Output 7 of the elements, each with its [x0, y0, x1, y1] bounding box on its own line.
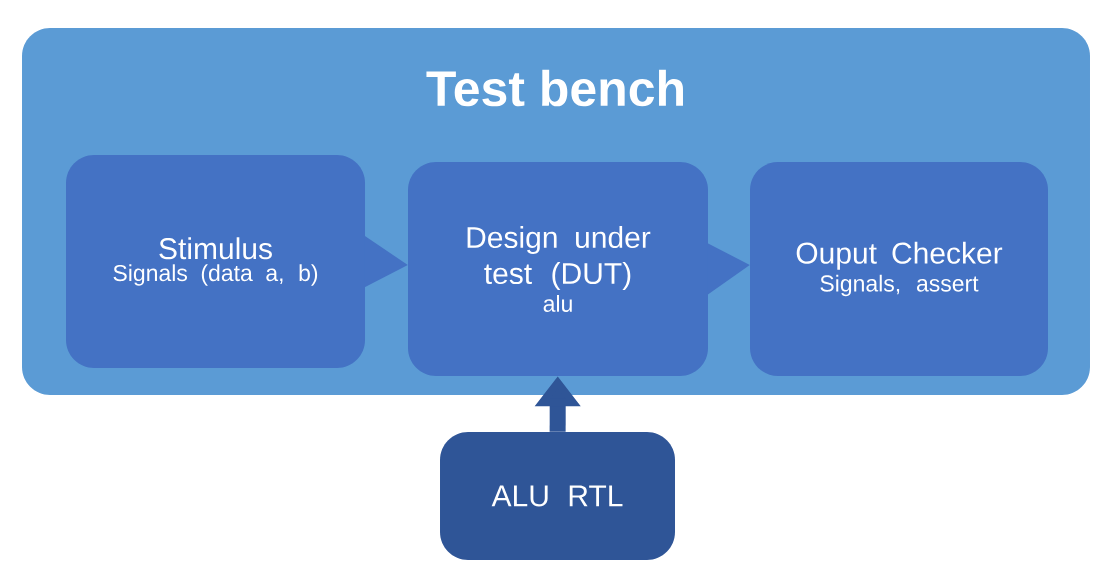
arrow — [364, 235, 408, 288]
box-text: ALU RTL — [491, 485, 623, 507]
arrow — [707, 243, 750, 295]
title: Test bench — [426, 69, 683, 107]
box-text: Stimulus Signals (data a, b) — [113, 237, 318, 286]
box-text: Ouput Checker Signals, assert — [796, 241, 1003, 297]
box-text: Design under test (DUT) alu — [467, 226, 651, 312]
